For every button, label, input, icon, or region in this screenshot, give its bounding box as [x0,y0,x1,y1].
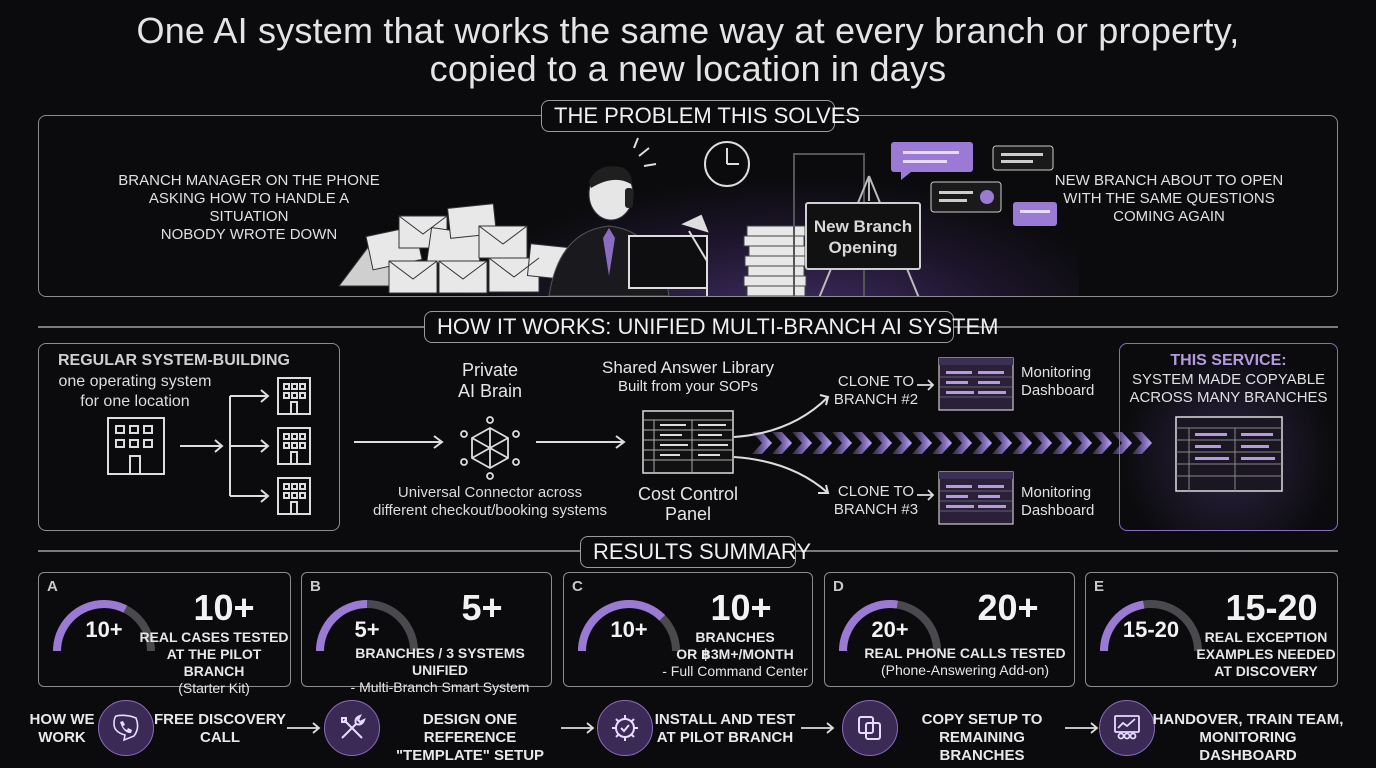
workflow-step-4-circle [842,700,898,756]
arrow-right-icon [1065,722,1099,734]
result-gauge [578,600,680,652]
regular-system-title: REGULAR SYSTEM-BUILDING [58,352,290,369]
chat-bubbles-icon [891,142,1057,226]
result-big-value: 10+ [710,587,772,628]
new-branch-sign: New Branch Opening [805,202,921,270]
small-building-icon [277,377,311,515]
workflow-step-1-circle [98,700,154,756]
result-description: BRANCHES OR ฿3M+/MONTH - Full Command Ce… [662,629,808,679]
dashboard-team-icon [1114,715,1140,740]
answer-library-table-icon [642,410,734,474]
envelope-pile-icon [338,203,578,294]
phone-chat-icon [113,714,139,742]
gauge-value: 10+ [610,617,648,642]
tools-icon [341,714,366,739]
workflow-step-1-text: FREE DISCOVERY CALL [154,711,286,746]
card-letter: C [572,578,583,595]
result-big-value: 10+ [193,587,255,628]
arrow-to-brain [354,435,444,449]
gauge-value: 20+ [871,617,909,642]
gauge-value: 10+ [85,617,123,642]
workflow-step-5-text: HANDOVER, TRAIN TEAM, MONITORING DASHBOA… [1152,711,1344,764]
result-description: REAL PHONE CALLS TESTED (Phone-Answering… [864,645,1066,678]
result-description: REAL EXCEPTION EXAMPLES NEEDED AT DISCOV… [1196,629,1336,679]
result-big-value: 15-20 [1225,587,1318,628]
monitoring-dashboard-label-2: Monitoring Dashboard [1021,484,1095,519]
arrow-right-icon [917,489,935,501]
problem-illustration [338,137,865,296]
desk-lamp-icon [681,214,709,296]
this-service-title: THIS SERVICE: [1170,352,1287,369]
arrow-right-icon [917,379,935,391]
problem-heading: THE PROBLEM THIS SOLVES [541,100,860,132]
universal-connector-label: Universal Connector across different che… [372,484,608,519]
regular-system-subtitle: one operating system for one location [58,373,212,410]
arrow-right-icon [287,722,321,734]
cost-control-label: Cost Control Panel [637,484,739,524]
clock-icon [704,141,750,187]
workflow-step-3-text: INSTALL AND TEST AT PILOT BRANCH [654,711,796,746]
results-heading: RESULTS SUMMARY [580,536,811,568]
building-icon [107,417,165,475]
result-gauge [316,600,418,652]
result-description: BRANCHES / 3 SYSTEMS UNIFIED - Multi-Bra… [350,645,530,695]
result-gauge [1100,600,1202,652]
regular-system-box [38,343,340,531]
answer-library-label: Shared Answer Library Built from your SO… [602,358,774,395]
result-big-value: 5+ [461,587,503,628]
clone-branch-2-label: CLONE TO BRANCH #2 [833,373,919,408]
copy-icon [858,716,881,740]
card-letter: E [1094,578,1105,595]
gauge-value: 5+ [354,617,380,642]
arrow-to-library [536,435,626,449]
problem-right-text: NEW BRANCH ABOUT TO OPEN WITH THE SAME Q… [1054,172,1284,225]
how-we-work-label: HOW WE WORK [29,711,95,746]
paper-stack-icon [743,225,807,296]
result-description: REAL CASES TESTED AT THE PILOT BRANCH (S… [139,629,289,696]
monitoring-dashboard-icon [938,471,1014,525]
card-letter: B [310,578,321,595]
page-title: One AI system that works the same way at… [136,10,1240,89]
monitoring-dashboard-label-1: Monitoring Dashboard [1021,364,1095,399]
result-gauge [53,600,155,652]
clone-branch-3-label: CLONE TO BRANCH #3 [833,483,919,518]
arrow-right-icon [561,722,595,734]
problem-left-text: BRANCH MANAGER ON THE PHONE ASKING HOW T… [118,172,380,243]
card-letter: A [47,578,58,595]
chevron-flow-arrows [752,432,1152,454]
workflow-step-4-text: COPY SETUP TO REMAINING BRANCHES [921,711,1043,764]
this-service-subtitle: SYSTEM MADE COPYABLE ACROSS MANY BRANCHE… [1129,371,1328,406]
clone-curved-arrows [733,394,830,494]
result-card-b: B 5+ 5+ BRANCHES / 3 SYSTEMS UNIFIED - M… [301,572,552,695]
how-heading: HOW IT WORKS: UNIFIED MULTI-BRANCH AI SY… [424,311,998,343]
result-card-d: D 20+ 20+ REAL PHONE CALLS TESTED (Phone… [824,572,1075,687]
result-big-value: 20+ [977,587,1039,628]
gear-check-icon [612,715,638,741]
result-gauge [839,600,941,652]
copyable-system-table-icon [1175,416,1283,492]
monitoring-dashboard-icon [938,357,1014,411]
ai-brain-icon [460,416,520,480]
workflow-step-5-circle [1099,700,1155,756]
branch-tree-diagram [107,377,311,515]
gauge-value: 15-20 [1122,617,1180,642]
workflow-step-3-circle [597,700,653,756]
workflow-step-2-text: DESIGN ONE REFERENCE "TEMPLATE" SETUP [395,711,545,764]
result-card-a: A 10+ 10+ REAL CASES TESTED AT THE PILOT… [38,572,291,696]
arrow-right-icon [801,722,835,734]
result-card-c: C 10+ 10+ BRANCHES OR ฿3M+/MONTH - Full … [563,572,813,687]
ai-brain-label: Private AI Brain [457,360,523,401]
result-card-e: E 15-20 15-20 REAL EXCEPTION EXAMPLES NE… [1085,572,1338,687]
problem-panel: New Branch Opening BRANCH MANAGER ON THE… [38,115,1338,297]
card-letter: D [833,578,844,595]
computer-monitor-icon [628,235,708,289]
